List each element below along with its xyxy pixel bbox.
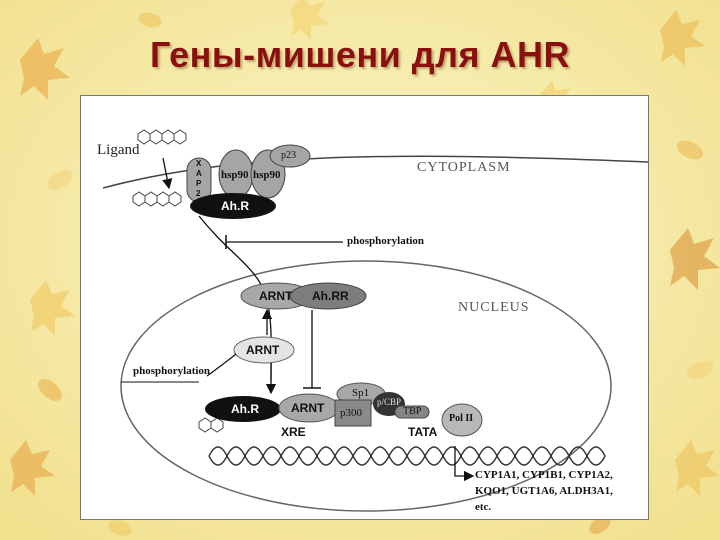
sp1-label: Sp1 (352, 387, 370, 399)
cell-membrane (102, 155, 648, 189)
slide-title: Гены-мишени для AHR (150, 34, 570, 75)
nucleus-envelope (120, 260, 612, 512)
ahrr-protein (289, 282, 367, 310)
nucleus-label: NUCLEUS (458, 300, 530, 315)
target-genes-line3: etc. (475, 501, 492, 513)
ligand-label: Ligand (97, 142, 140, 158)
arnt-single-label: ARNT (246, 343, 280, 357)
tata-label: TATA (408, 425, 438, 439)
p300-protein (334, 399, 372, 427)
p23-protein (269, 144, 311, 168)
ligand-entry-arrow (162, 157, 173, 190)
pol2-protein (441, 403, 483, 437)
dna-strand-b (208, 446, 606, 466)
transcription-arrow (454, 446, 475, 482)
ligand-molecule-nuclear (198, 417, 224, 433)
arnt-feed-curve (206, 353, 237, 377)
phosphorylation-left-label: phosphorylation (133, 365, 211, 377)
ligand-molecule-bound (132, 191, 182, 207)
pathway-drawing (102, 129, 648, 512)
phosphorylation-top-label: phosphorylation (347, 235, 425, 247)
ahr-top-label: Ah.R (221, 199, 249, 213)
xap-letter-x: X (196, 159, 202, 168)
cytoplasm-label: CYTOPLASM (417, 160, 511, 175)
cbp-label: p/CBP (377, 397, 402, 407)
target-genes-line1: CYP1A1, CYP1B1, CYP1A2, (475, 469, 613, 481)
hsp90-right-label: hsp90 (253, 169, 281, 181)
xre-label: XRE (281, 425, 306, 439)
p23-label: p23 (281, 150, 296, 161)
arnt-bottom-label: ARNT (291, 401, 325, 415)
xap-letter-2: 2 (196, 189, 201, 198)
hsp90-left-label: hsp90 (221, 169, 249, 181)
ahr-bottom-protein (205, 396, 281, 422)
ahrr-label: Ah.RR (312, 289, 349, 303)
arnt-complex-label: ARNT (259, 289, 293, 303)
xap-letter-a: A (196, 169, 202, 178)
ahr-bottom-label: Ah.R (231, 402, 259, 416)
tbp-label: TBP (403, 406, 422, 417)
xap-letter-p: P (196, 179, 202, 188)
p300-label: p300 (340, 407, 362, 419)
ahr-top-protein (190, 193, 276, 219)
tbp-protein (394, 405, 430, 419)
ahr-pathway-diagram: Ligand CYTOPLASM NUCLEUS X A P 2 hsp90 h… (80, 95, 649, 520)
target-genes-line2: KQO1, UGT1A6, ALDH3A1, (475, 485, 613, 497)
arnt-single-protein (233, 336, 295, 364)
ligand-molecule-top (137, 129, 187, 145)
pol2-label: Pol II (449, 413, 474, 424)
